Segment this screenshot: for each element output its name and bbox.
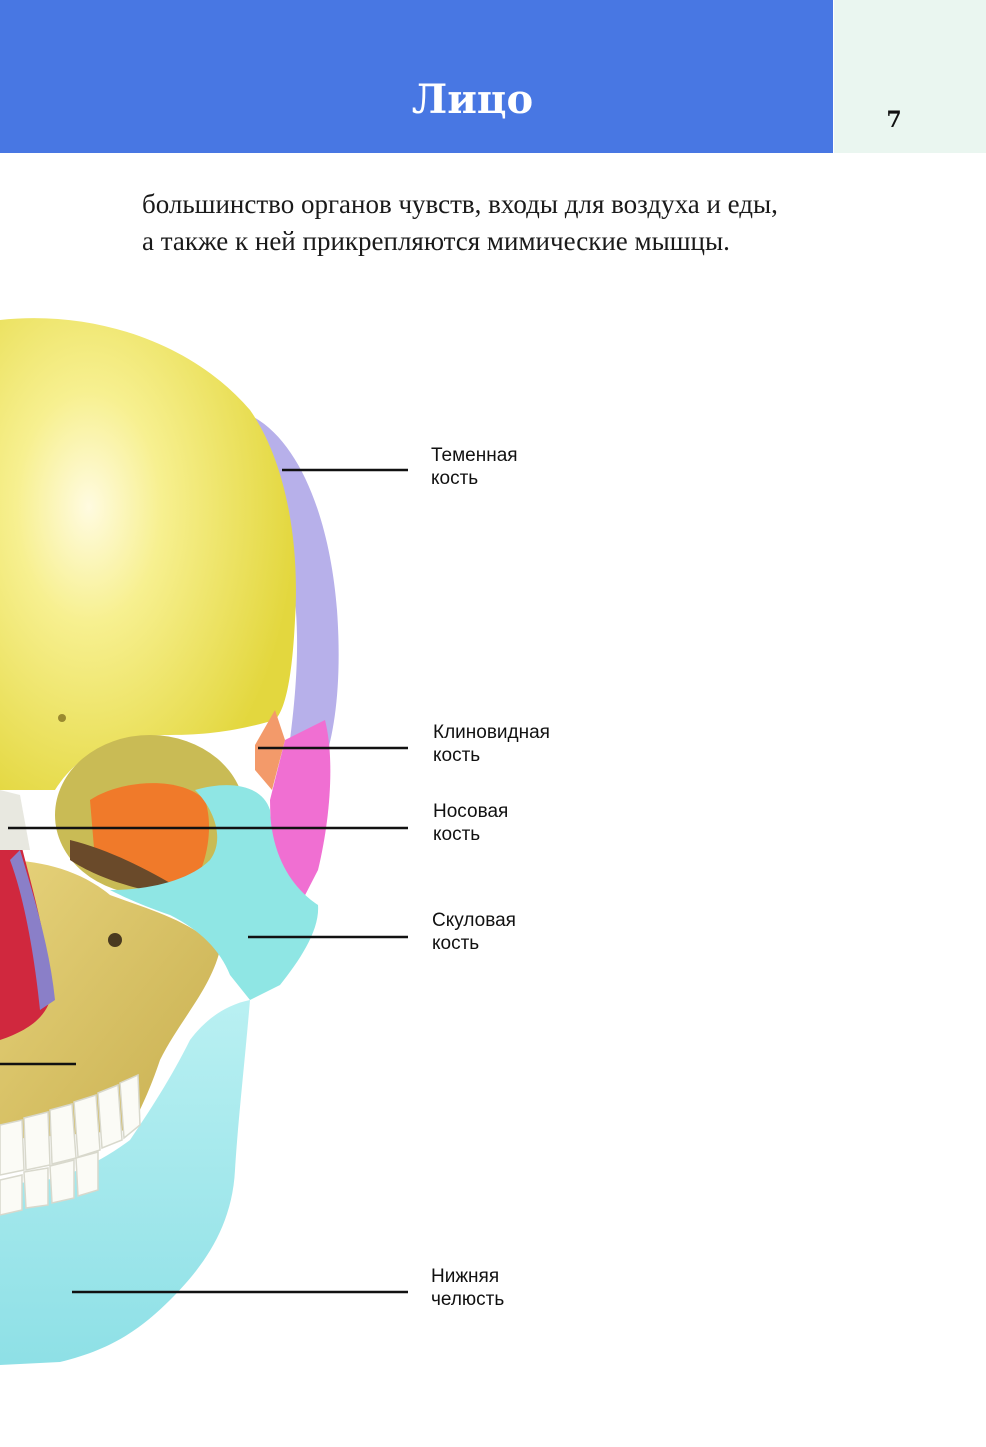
orbit-dark-shape	[70, 840, 190, 895]
body-line-2: а также к ней прикрепляются мимические м…	[142, 226, 730, 256]
chapter-header-bar	[0, 0, 833, 153]
label-nasal-line2: кость	[433, 824, 481, 845]
page-number-tab	[834, 0, 986, 153]
label-parietal-line2: кость	[431, 468, 479, 489]
label-nasal-bone: Носовая кость	[433, 800, 508, 846]
maxilla-shape	[0, 860, 220, 1140]
temporal-patch-shape	[255, 710, 285, 790]
nasal-septum-shape	[10, 850, 55, 1010]
frontal-bone-shape	[0, 318, 296, 790]
label-mandible-line2: челюсть	[431, 1289, 505, 1310]
label-nasal-line1: Носовая	[433, 801, 509, 822]
chapter-title: Лицо	[411, 76, 534, 123]
label-sphenoid-line1: Клиновидная	[433, 722, 550, 743]
label-sphenoid-bone: Клиновидная кость	[433, 721, 550, 767]
teeth-group	[0, 1073, 141, 1216]
body-paragraph: большинство органов чувств, входы для во…	[142, 186, 862, 260]
label-parietal-bone: Теменная кость	[431, 444, 518, 490]
label-sphenoid-line2: кость	[433, 745, 481, 766]
foramen-shape	[108, 933, 122, 947]
body-line-1: большинство органов чувств, входы для во…	[142, 189, 778, 219]
label-mandible: Нижняя челюсть	[431, 1265, 504, 1311]
mandible-shape	[0, 1000, 250, 1365]
sphenoid-bone-shape	[270, 720, 331, 905]
zygomatic-bone-shape	[110, 785, 319, 1000]
page-number: 7	[886, 107, 902, 133]
foramen-shape	[58, 714, 66, 722]
label-zygomatic-line1: Скуловая	[432, 910, 516, 931]
label-parietal-line1: Теменная	[431, 445, 518, 466]
skull-illustration	[0, 318, 339, 1365]
label-zygomatic-bone: Скуловая кость	[432, 909, 516, 955]
label-mandible-line1: Нижняя	[431, 1266, 500, 1287]
label-zygomatic-line2: кость	[432, 933, 480, 954]
nasal-bone-shape	[0, 790, 30, 850]
